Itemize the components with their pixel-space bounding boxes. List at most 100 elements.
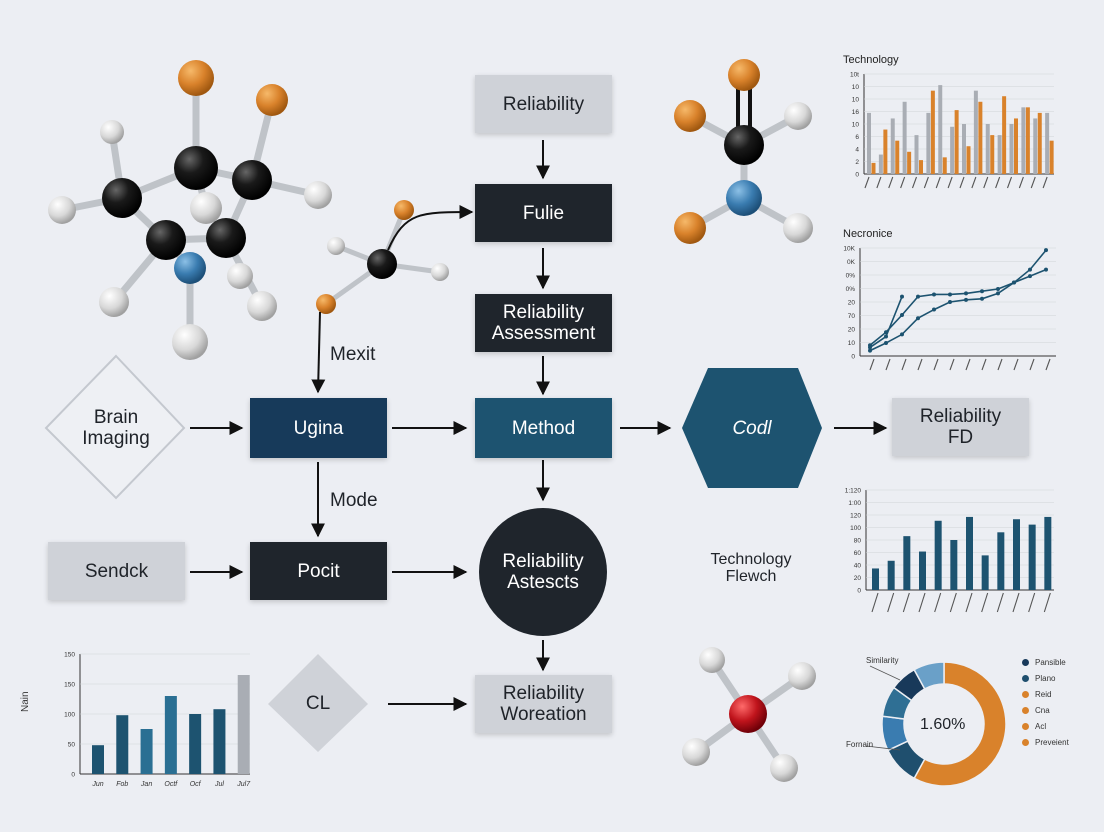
x-tick-label xyxy=(934,592,942,613)
x-tick-label xyxy=(1045,358,1051,371)
bar xyxy=(1009,124,1014,174)
legend-label: Pansible xyxy=(1035,657,1066,667)
y-tick-label: 120 xyxy=(850,513,861,520)
brain-imaging-shape xyxy=(44,354,186,500)
node-reliability-astescts[interactable]: Reliability Astescts xyxy=(502,551,584,593)
bar xyxy=(962,124,966,174)
x-tick-label xyxy=(965,592,973,613)
codl-shape xyxy=(682,368,822,488)
molecule-small-illustration xyxy=(316,200,449,314)
bar xyxy=(1049,140,1054,174)
legend-swatch xyxy=(1022,706,1029,714)
molecule-red-illustration xyxy=(682,647,816,782)
callout-line xyxy=(865,745,901,751)
x-tick-label xyxy=(1018,176,1024,189)
molecule-top-right-illustration xyxy=(674,59,813,244)
x-tick-label xyxy=(901,358,907,371)
bar xyxy=(997,135,1002,174)
bar xyxy=(907,151,912,174)
pie-slice xyxy=(913,661,945,690)
bar xyxy=(1028,524,1036,590)
bar xyxy=(1013,519,1020,590)
x-tick-label: Jul7 xyxy=(236,781,251,788)
node-fulie[interactable]: Fulie xyxy=(475,184,612,242)
edge-label-mexit: Mexit xyxy=(330,344,376,365)
bar xyxy=(926,112,931,174)
x-tick-label xyxy=(911,176,918,189)
x-tick-label xyxy=(996,592,1004,613)
bar xyxy=(1002,96,1007,174)
y-tick-label: 10 xyxy=(852,122,860,129)
y-tick-label: 20 xyxy=(848,300,856,307)
node-sendck[interactable]: Sendck xyxy=(48,542,185,600)
y-tick-label: 70 xyxy=(848,313,856,320)
callout-line xyxy=(869,665,901,681)
chart-necronice-title: Necronice xyxy=(843,228,893,240)
bar xyxy=(914,135,919,174)
chart-donut xyxy=(865,661,1007,787)
bar xyxy=(1033,118,1038,174)
y-tick-label: 6 xyxy=(855,134,859,141)
molecule-large-illustration xyxy=(48,60,332,360)
x-tick-label xyxy=(869,358,875,371)
node-brain-imaging[interactable]: Brain Imaging xyxy=(82,407,150,449)
bar xyxy=(895,140,900,174)
y-tick-label: 0 xyxy=(71,772,75,779)
bar xyxy=(938,85,943,174)
node-reliability-top[interactable]: Reliability xyxy=(475,75,612,133)
bar xyxy=(1037,112,1042,174)
legend-swatch xyxy=(1022,674,1029,682)
y-tick-label: 10 xyxy=(848,340,856,347)
x-tick-label xyxy=(902,592,910,613)
y-tick-label: 50 xyxy=(68,742,76,749)
chart-donut-legend: Pansible Plano Reid Cna Acl Preveient xyxy=(1022,654,1069,750)
bar xyxy=(1045,112,1050,174)
x-tick-label xyxy=(900,176,906,189)
x-tick-label xyxy=(1013,358,1019,371)
legend-label: Cna xyxy=(1035,705,1050,715)
y-tick-label: 2 xyxy=(855,159,859,166)
x-tick-label xyxy=(1043,592,1051,613)
y-tick-label: 100 xyxy=(64,712,75,719)
node-ugina[interactable]: Ugina xyxy=(250,398,387,458)
chart-donut-side-label: Fornain xyxy=(846,740,874,749)
bar xyxy=(890,118,895,174)
y-tick-label: 60 xyxy=(854,550,862,557)
bar xyxy=(878,154,883,174)
bar xyxy=(92,745,104,774)
node-reliability-assessment[interactable]: Reliability Assessment xyxy=(475,294,612,352)
bar xyxy=(1014,118,1018,174)
y-tick-label: 10 xyxy=(852,97,860,104)
legend-swatch xyxy=(1022,658,1029,666)
bar xyxy=(930,90,935,174)
bar xyxy=(871,162,876,174)
bar xyxy=(116,715,129,774)
y-tick-label: 20 xyxy=(848,327,856,334)
y-tick-label: 10t xyxy=(850,72,859,79)
node-reliability-fd[interactable]: Reliability FD xyxy=(892,398,1029,456)
node-pocit[interactable]: Pocit xyxy=(250,542,387,600)
bar xyxy=(919,160,923,174)
bar xyxy=(934,520,942,590)
x-tick-label: Fob xyxy=(116,781,128,788)
node-codl[interactable]: Codl xyxy=(732,418,772,439)
node-cl[interactable]: CL xyxy=(305,693,331,714)
bar xyxy=(164,696,177,774)
y-tick-label: 0% xyxy=(846,286,856,293)
x-tick-label xyxy=(959,176,965,189)
bar xyxy=(140,729,153,774)
bar xyxy=(883,129,888,174)
bar xyxy=(867,112,871,174)
arrow-molecule-to-fulie xyxy=(387,205,474,251)
node-method[interactable]: Method xyxy=(475,398,612,458)
bar xyxy=(981,555,989,590)
astescts-shape xyxy=(479,508,607,636)
bar xyxy=(950,126,955,174)
legend-label: Reid xyxy=(1035,689,1052,699)
legend-item: Plano xyxy=(1022,670,1069,686)
node-reliability-woreation[interactable]: Reliability Woreation xyxy=(475,675,612,733)
x-tick-label xyxy=(887,592,895,613)
legend-swatch xyxy=(1022,738,1029,746)
y-tick-label: 0 xyxy=(855,172,859,179)
